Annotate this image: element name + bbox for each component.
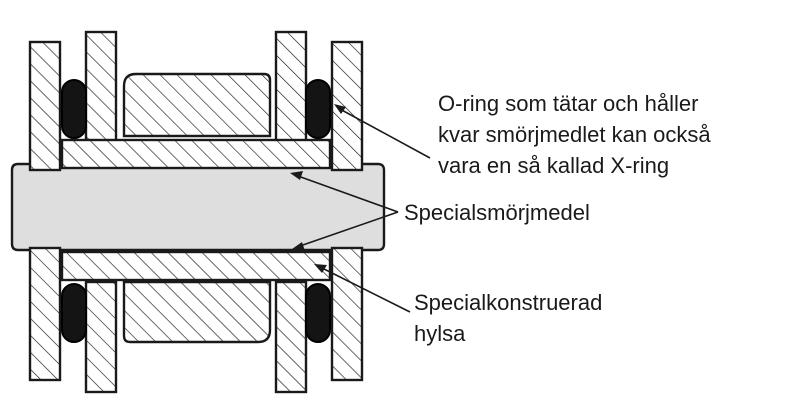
leader-oring xyxy=(337,107,431,159)
label-oring-line2: kvar smörjmedlet kan också xyxy=(438,122,711,147)
pin xyxy=(10,162,386,252)
bushing-top xyxy=(60,138,332,170)
label-bushing-line1: Specialkonstruerad xyxy=(414,290,602,315)
outer-plate-left-bottom xyxy=(28,246,62,382)
outer-plate-left-top xyxy=(28,40,62,172)
inner-plate-right-top xyxy=(274,30,308,144)
leader-bushing xyxy=(321,267,411,313)
label-oring-line3: vara en så kallad X-ring xyxy=(438,153,669,178)
arrow-lubricant-top xyxy=(290,171,303,180)
roller-top xyxy=(122,72,272,138)
leader-lubricant-bottom xyxy=(299,211,399,247)
leader-lubricant-top xyxy=(297,175,399,213)
inner-plate-left-top xyxy=(84,30,118,144)
bushing-bottom xyxy=(60,250,332,282)
oring-right-top xyxy=(305,79,331,139)
label-lubricant: Specialsmörjmedel xyxy=(404,200,590,225)
oring-right-bottom xyxy=(305,283,331,343)
oring-left-top xyxy=(61,79,87,139)
inner-plate-left-bottom xyxy=(84,280,118,394)
oring-left-bottom xyxy=(61,283,87,343)
arrow-bushing xyxy=(314,264,327,273)
outer-plate-right-bottom xyxy=(330,246,364,382)
roller-bottom xyxy=(122,280,272,344)
label-oring-line1: O-ring som tätar och håller xyxy=(438,91,698,116)
arrow-oring xyxy=(334,104,346,114)
label-bushing-line2: hylsa xyxy=(414,321,466,346)
inner-plate-right-bottom xyxy=(274,280,308,394)
arrow-lubricant-bottom xyxy=(292,242,305,251)
